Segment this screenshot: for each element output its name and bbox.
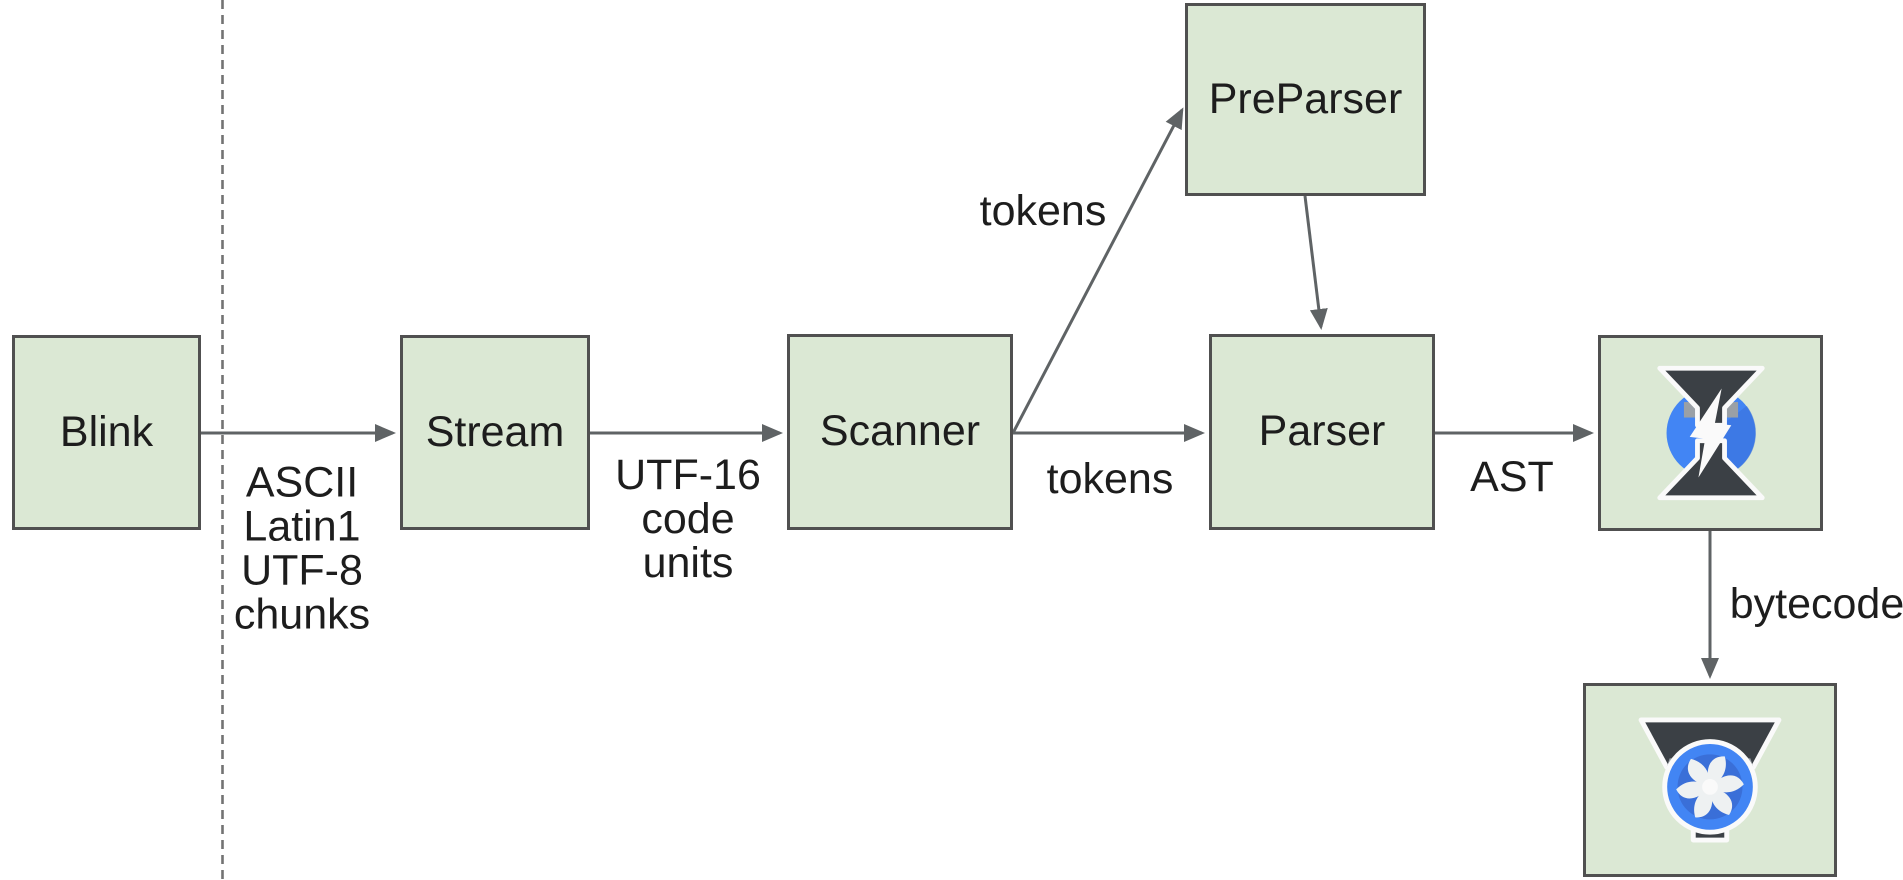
node-turbofan xyxy=(1583,683,1837,877)
node-blink-label: Blink xyxy=(59,407,154,456)
edge-label-utf16-code-units: UTF-16 code units xyxy=(615,451,761,587)
node-parser-label: Parser xyxy=(1258,407,1386,456)
ignition-hourglass-bottom xyxy=(1656,438,1765,501)
turbofan-propeller xyxy=(1676,756,1744,818)
node-stream: Stream xyxy=(400,335,590,530)
arrow-preparser-to-parser xyxy=(1303,195,1328,330)
node-scanner-label: Scanner xyxy=(819,407,981,456)
arrow-scanner-to-preparser xyxy=(1011,107,1184,434)
node-parser: Parser xyxy=(1209,334,1435,530)
node-stream-label: Stream xyxy=(425,407,565,456)
edge-label-tokens-parser: tokens xyxy=(1046,455,1174,504)
edge-label-encoding-chunks: ASCII Latin1 UTF-8 chunks xyxy=(233,458,371,638)
edge-label-bytecode: bytecode xyxy=(1729,580,1903,629)
ignition-logo-icon xyxy=(1656,365,1765,501)
edge-label-tokens-preparser: tokens xyxy=(979,187,1107,236)
node-preparser: PreParser xyxy=(1185,3,1426,196)
node-preparser-label: PreParser xyxy=(1208,74,1403,123)
turbofan-hub xyxy=(1702,779,1718,795)
ignition-lightning-bolt xyxy=(1689,388,1731,478)
edge-label-ast: AST xyxy=(1470,453,1554,502)
node-ignition xyxy=(1598,335,1823,531)
node-blink: Blink xyxy=(12,335,201,530)
turbofan-logo-icon xyxy=(1638,717,1782,843)
node-scanner: Scanner xyxy=(787,334,1013,530)
